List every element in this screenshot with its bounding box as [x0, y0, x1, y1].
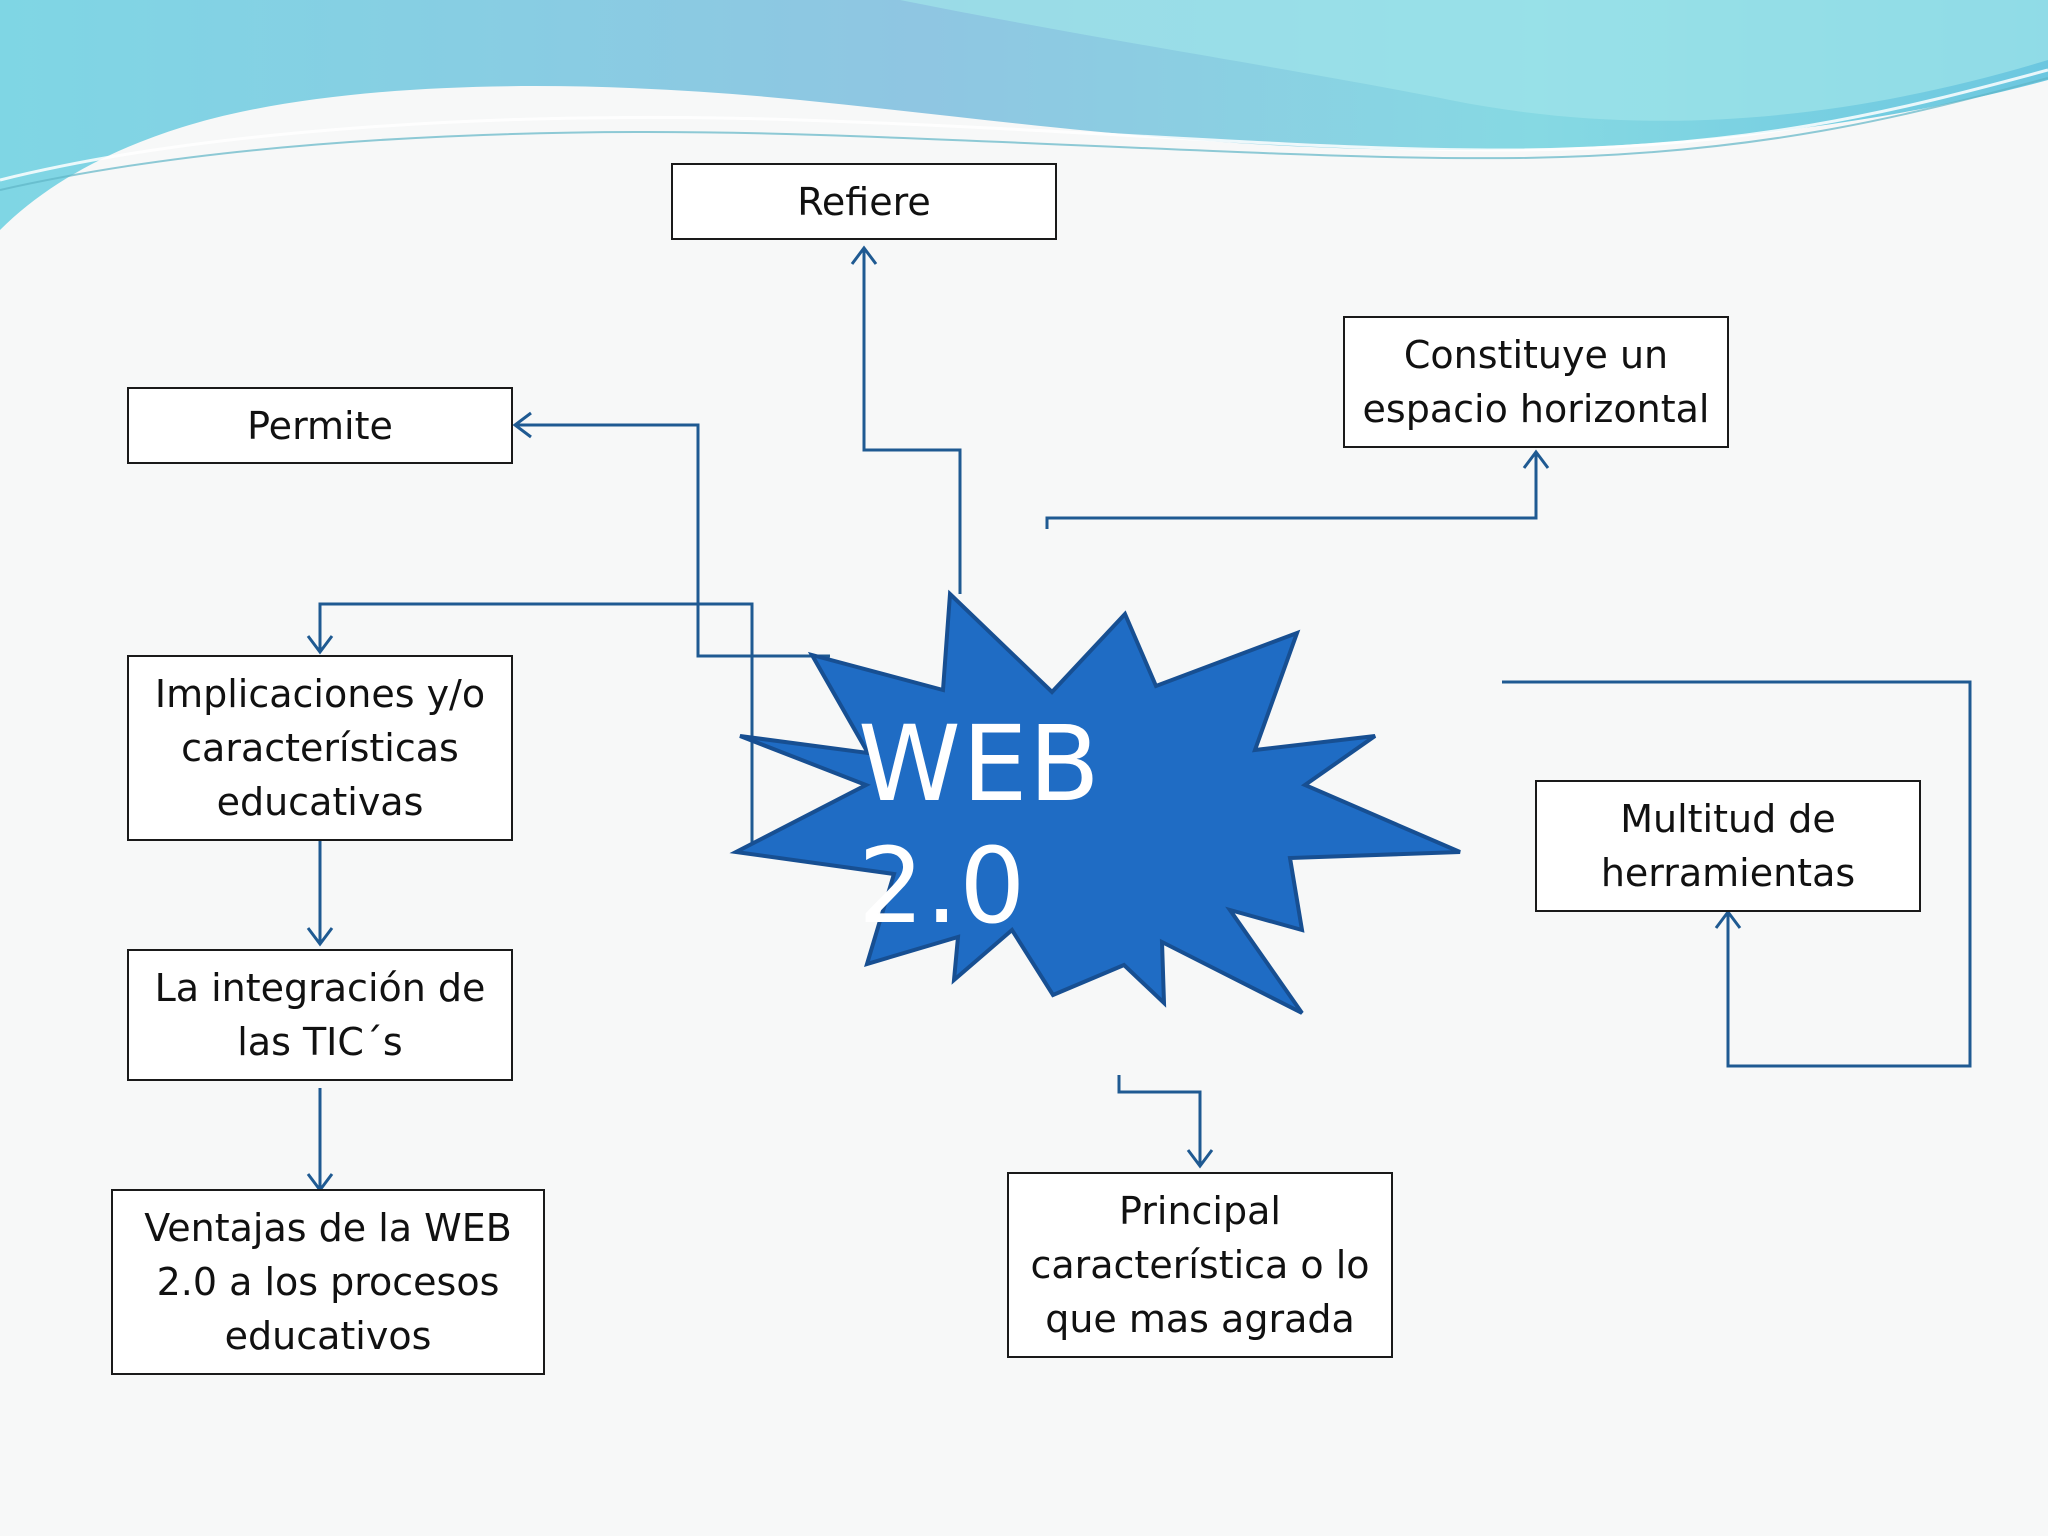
- connector-implicaciones: [318, 602, 754, 850]
- connector-principal-arrowhead: [1186, 1149, 1214, 1169]
- connector-principal: [1117, 1075, 1202, 1166]
- connector-multitud-arrowhead: [1714, 909, 1742, 929]
- node-refiere: Refiere: [671, 163, 1057, 240]
- web20-title: WEB 2.0: [858, 703, 1101, 947]
- node-ventajas: Ventajas de la WEB 2.0 a los procesos ed…: [111, 1189, 545, 1375]
- connector-constituye-arrowhead: [1522, 449, 1550, 469]
- node-multitud: Multitud de herramientas: [1535, 780, 1921, 912]
- node-principal: Principal característica o lo que mas ag…: [1007, 1172, 1393, 1358]
- connector-permite-arrowhead: [512, 411, 532, 439]
- connector-implicaciones-arrowhead: [306, 635, 334, 655]
- connector-permite: [515, 423, 830, 658]
- node-permite: Permite: [127, 387, 513, 464]
- connector-integracion-arrowhead: [306, 927, 334, 947]
- header-wave: [0, 0, 2048, 230]
- connector-multitud: [1502, 680, 1972, 1068]
- connector-refiere-arrowhead: [850, 245, 878, 265]
- connector-constituye: [1045, 452, 1538, 529]
- node-constituye: Constituye un espacio horizontal: [1343, 316, 1729, 448]
- node-implicaciones: Implicaciones y/o características educat…: [127, 655, 513, 841]
- node-integracion: La integración de las TIC´s: [127, 949, 513, 1081]
- connector-refiere: [862, 248, 962, 594]
